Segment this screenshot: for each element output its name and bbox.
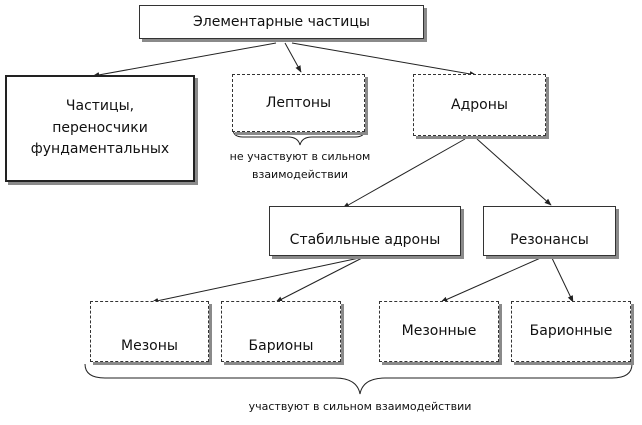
node-elementary-particles: Элементарные частицы [139,5,424,39]
node-resonances-label: Резонансы [510,231,589,248]
node-hadrons-label: Адроны [451,96,508,113]
node-baryon-resonances: Барионные [511,301,631,362]
node-baryons: Барионы [221,301,341,362]
node-meson-resonances-label: Мезонные [401,323,477,340]
bottom-note: участвуют в сильном взаимодействии [190,398,530,416]
node-elementary-particles-label: Элементарные частицы [193,13,370,30]
arrow-hadrons-to-stable [342,138,466,209]
arrow-stable-to-mesons [151,256,365,304]
leptons-note-text: не участвуют в сильном взаимодействии [229,150,371,181]
leptons-brace [232,128,366,146]
node-stable-hadrons: Стабильные адроны [269,206,461,256]
node-leptons: Лептоны [232,74,365,132]
leptons-note: не участвуют в сильном взаимодействии [215,148,385,183]
node-baryon-resonances-label: Барионные [529,323,613,340]
node-hadrons: Адроны [413,74,546,136]
arrow-resonances-to-baryon-res [550,255,574,303]
arrow-hadrons-to-resonances [476,138,552,206]
node-baryons-label: Барионы [248,337,314,354]
arrow-root-to-hadrons [291,42,477,77]
node-force-carriers-label: Частицы, переносчики фундаментальных [30,97,170,158]
bottom-brace [84,363,633,395]
arrow-root-to-leptons [284,42,302,73]
arrow-stable-to-baryons [275,256,365,303]
node-leptons-label: Лептоны [265,94,332,111]
node-stable-hadrons-label: Стабильные адроны [289,231,441,248]
node-mesons: Мезоны [90,301,209,362]
bottom-note-text: участвуют в сильном взаимодействии [248,400,472,413]
node-meson-resonances: Мезонные [379,301,499,362]
node-mesons-label: Мезоны [121,337,178,354]
node-resonances: Резонансы [483,206,616,256]
node-force-carriers: Частицы, переносчики фундаментальных [5,75,195,182]
arrow-resonances-to-meson-res [440,255,546,303]
arrow-root-to-carriers [92,42,277,78]
